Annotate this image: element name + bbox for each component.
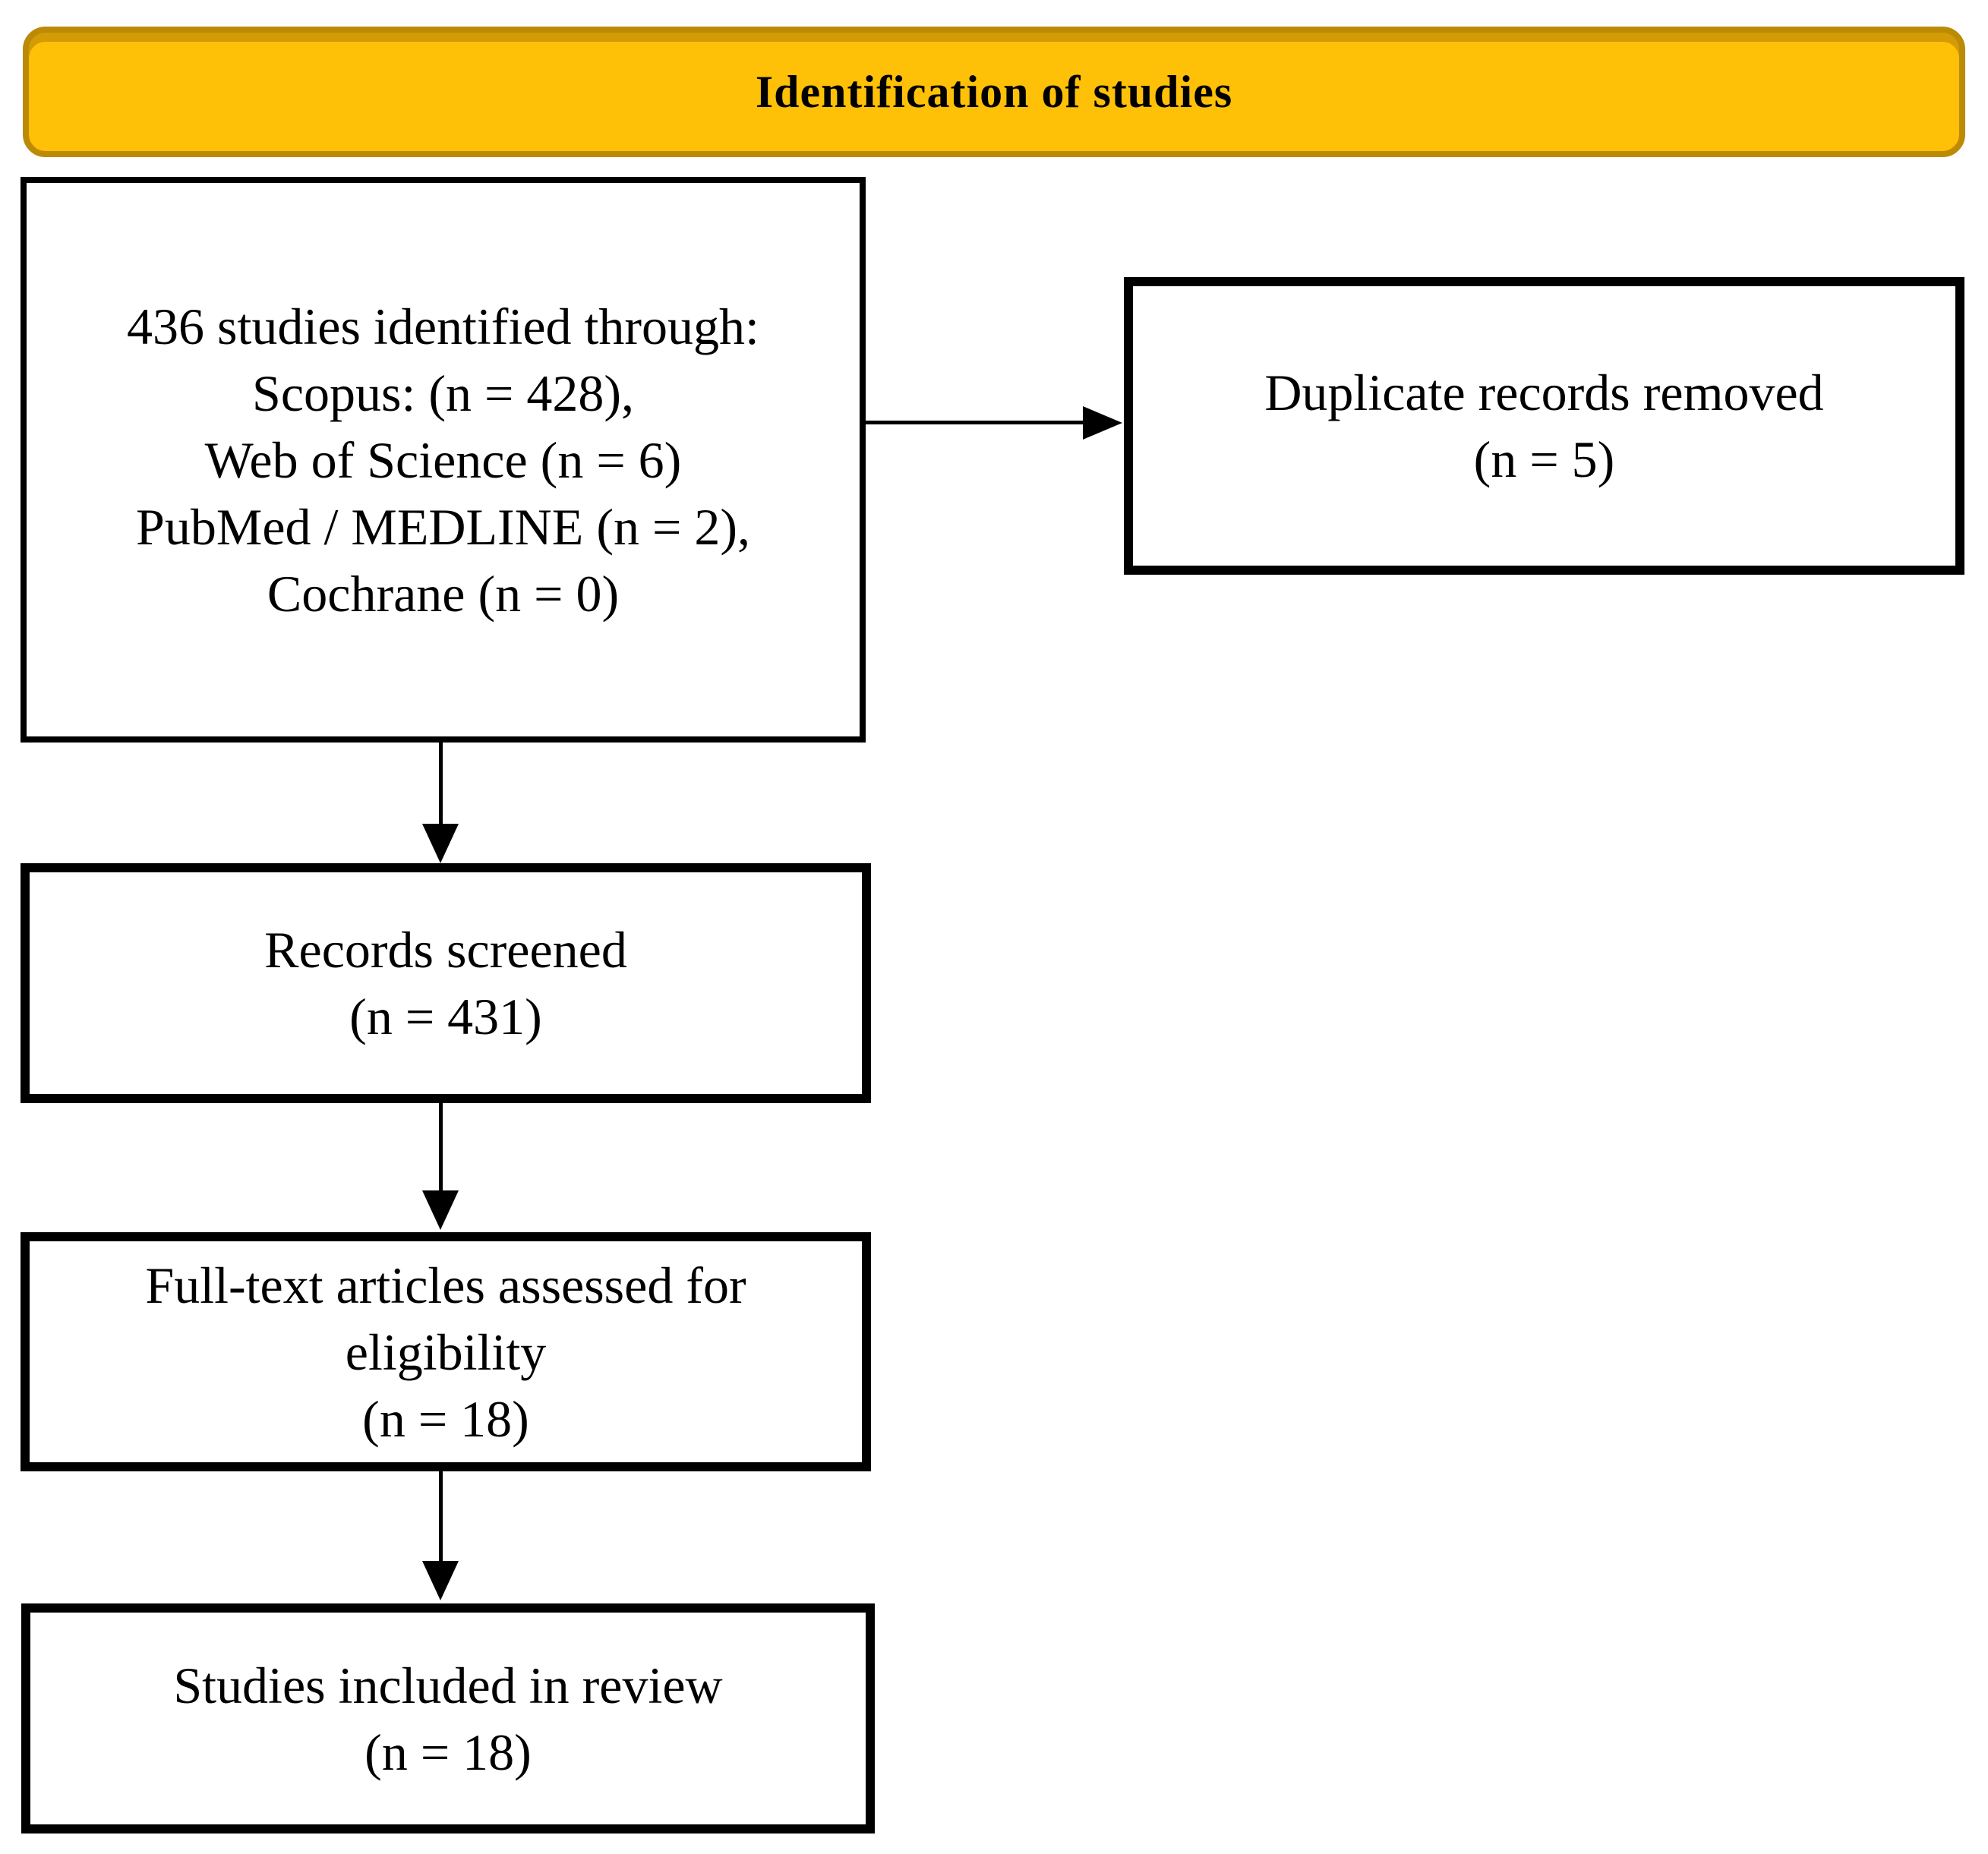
box-duplicates-removed-line: Duplicate records removed [1264, 364, 1824, 421]
box-records-screened: Records screened (n = 431) [21, 863, 871, 1103]
arrow-identified-to-duplicates-line [866, 421, 1084, 424]
box-studies-identified-line: Web of Science (n = 6) [204, 430, 682, 489]
arrow-fulltext-to-included-line [439, 1471, 443, 1561]
arrow-down-icon [422, 1190, 459, 1230]
arrow-screened-to-fulltext-line [439, 1103, 443, 1190]
box-studies-identified-line: 436 studies identified through: [127, 297, 759, 355]
arrow-identified-to-screened-line [439, 743, 443, 824]
box-studies-identified-line: Scopus: (n = 428), [252, 364, 634, 422]
box-studies-included-line: Studies included in review [173, 1656, 723, 1714]
page-title: Identification of studies [755, 66, 1233, 117]
box-studies-included-line: (n = 18) [364, 1723, 532, 1781]
box-duplicates-removed: Duplicate records removed (n = 5) [1124, 277, 1964, 575]
box-duplicates-removed-line: (n = 5) [1473, 430, 1615, 488]
arrow-right-icon [1083, 406, 1122, 440]
box-records-screened-line: (n = 431) [349, 988, 542, 1045]
box-records-screened-line: Records screened [264, 921, 627, 979]
box-fulltext-assessed-line: Full-text articles assessed for [145, 1256, 746, 1314]
box-studies-included: Studies included in review (n = 18) [21, 1603, 875, 1834]
flow-header: Identification of studies [23, 27, 1965, 157]
box-fulltext-assessed-line: (n = 18) [362, 1389, 529, 1448]
box-fulltext-assessed-line: eligibility [345, 1323, 547, 1381]
arrow-down-icon [422, 1561, 459, 1600]
box-studies-identified-line: Cochrane (n = 0) [267, 564, 620, 623]
box-fulltext-assessed: Full-text articles assessed for eligibil… [21, 1232, 871, 1471]
arrow-down-icon [422, 824, 459, 863]
box-studies-identified: 436 studies identified through: Scopus: … [21, 177, 866, 743]
box-studies-identified-line: PubMed / MEDLINE (n = 2), [136, 497, 750, 556]
